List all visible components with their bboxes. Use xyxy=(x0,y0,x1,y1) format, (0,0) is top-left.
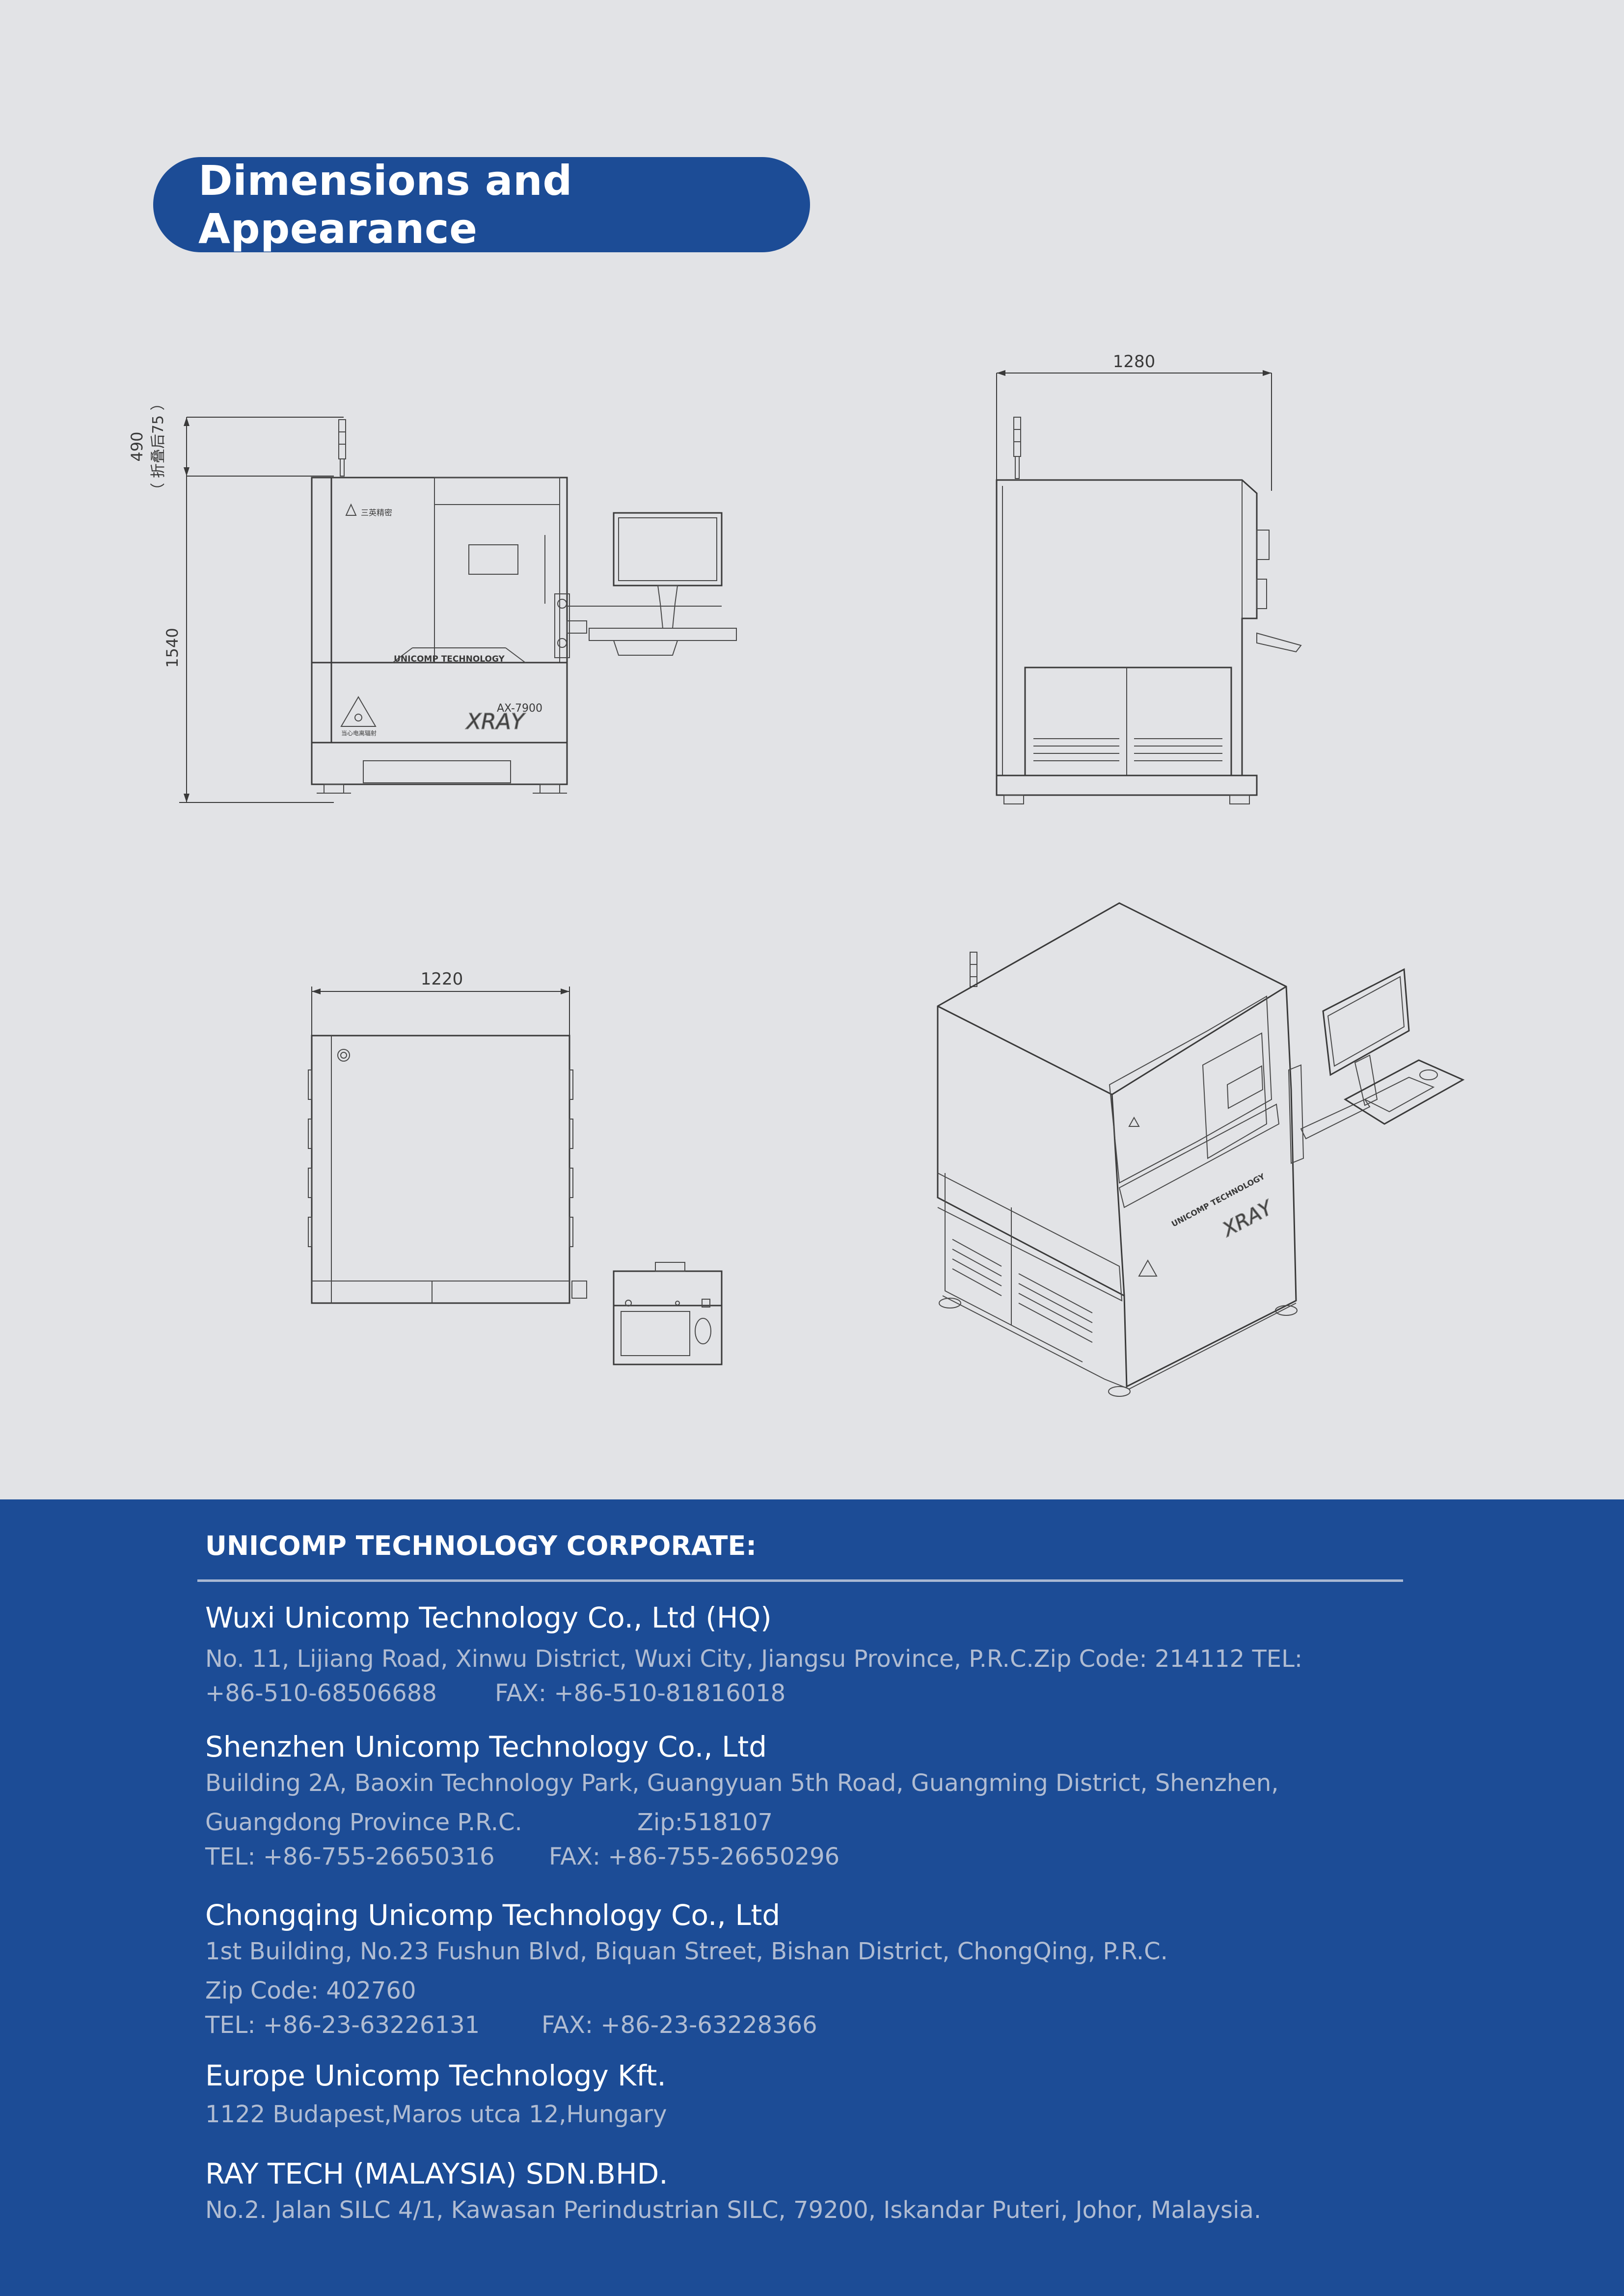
company-name-chongqing: Chongqing Unicomp Technology Co., Ltd xyxy=(205,1898,781,1932)
side-width-label: 1280 xyxy=(1113,352,1156,372)
company-fax-shenzhen: FAX: +86-755-26650296 xyxy=(549,1843,840,1870)
front-tower-height-label: 490 xyxy=(128,431,146,461)
top-width-label: 1220 xyxy=(421,969,463,989)
section-title: Dimensions and Appearance xyxy=(153,157,810,253)
company-address-malaysia: No.2. Jalan SILC 4/1, Kawasan Perindustr… xyxy=(205,2196,1262,2224)
iso-xray-logo: XRAY xyxy=(1218,1196,1277,1241)
iso-logo-icon xyxy=(1128,1116,1140,1127)
footer-divider xyxy=(197,1579,1403,1582)
front-brand-text: UNICOMP TECHNOLOGY xyxy=(394,654,505,664)
company-zip-shenzhen: Zip:518107 xyxy=(637,1809,773,1836)
front-model-text: AX-7900 xyxy=(497,702,542,715)
front-xray-logo: XRAY xyxy=(465,709,526,734)
iso-warning-icon xyxy=(1138,1259,1158,1277)
front-cn-logo: 三英精密 xyxy=(361,508,392,517)
company-address-wuxi: No. 11, Lijiang Road, Xinwu District, Wu… xyxy=(205,1645,1303,1673)
company-zip-chongqing: Zip Code: 402760 xyxy=(205,1977,416,2004)
front-view-drawing: 1540 490 （ 折叠后75 ） UNICOMP TECHNOLOGY 三英… xyxy=(128,396,737,803)
company-fax-chongqing: FAX: +86-23-63228366 xyxy=(541,2011,817,2039)
company-address2-shenzhen: Guangdong Province P.R.C. Zip:518107 xyxy=(205,1809,773,1836)
company-contacts-shenzhen: TEL: +86-755-26650316 FAX: +86-755-266502… xyxy=(205,1843,839,1870)
company-name-europe: Europe Unicomp Technology Kft. xyxy=(205,2059,666,2092)
company-contacts-wuxi: +86-510-68506688 FAX: +86-510-81816018 xyxy=(205,1680,785,1707)
company-address-shenzhen: Building 2A, Baoxin Technology Park, Gua… xyxy=(205,1769,1279,1797)
company-tel-wuxi: +86-510-68506688 xyxy=(205,1680,437,1707)
company-province-shenzhen: Guangdong Province P.R.C. xyxy=(205,1809,522,1836)
company-name-shenzhen: Shenzhen Unicomp Technology Co., Ltd xyxy=(205,1730,767,1763)
section-title-text: Dimensions and Appearance xyxy=(198,157,572,253)
company-tel-chongqing: TEL: +86-23-63226131 xyxy=(205,2011,480,2039)
company-address-europe: 1122 Budapest,Maros utca 12,Hungary xyxy=(205,2101,667,2128)
company-name-wuxi: Wuxi Unicomp Technology Co., Ltd (HQ) xyxy=(205,1601,772,1634)
front-tower-note: （ 折叠后75 ） xyxy=(150,396,167,497)
side-view-drawing: 1280 xyxy=(996,352,1302,804)
warning-label: 当心电离辐射 xyxy=(341,729,377,737)
side-vent-grilles xyxy=(1033,738,1222,761)
company-name-malaysia: RAY TECH (MALAYSIA) SDN.BHD. xyxy=(205,2157,668,2190)
company-contacts-chongqing: TEL: +86-23-63226131 FAX: +86-23-63228366 xyxy=(205,2011,817,2039)
company-tel-shenzhen: TEL: +86-755-26650316 xyxy=(205,1843,495,1870)
top-view-drawing: 1220 xyxy=(308,969,723,1365)
front-height-label: 1540 xyxy=(163,628,182,667)
radiation-warning-icon xyxy=(340,696,377,727)
footer-heading: UNICOMP TECHNOLOGY CORPORATE: xyxy=(205,1530,757,1561)
company-fax-wuxi: FAX: +86-510-81816018 xyxy=(495,1680,786,1707)
footer-panel xyxy=(0,1499,1624,2296)
iso-vent-grilles xyxy=(952,1239,1093,1343)
front-logo-icon xyxy=(345,503,357,516)
top-side-rails xyxy=(308,1069,573,1247)
isometric-view-drawing: UNICOMP TECHNOLOGY XRAY xyxy=(937,902,1465,1397)
company-address-chongqing: 1st Building, No.23 Fushun Blvd, Biquan … xyxy=(205,1938,1168,1965)
